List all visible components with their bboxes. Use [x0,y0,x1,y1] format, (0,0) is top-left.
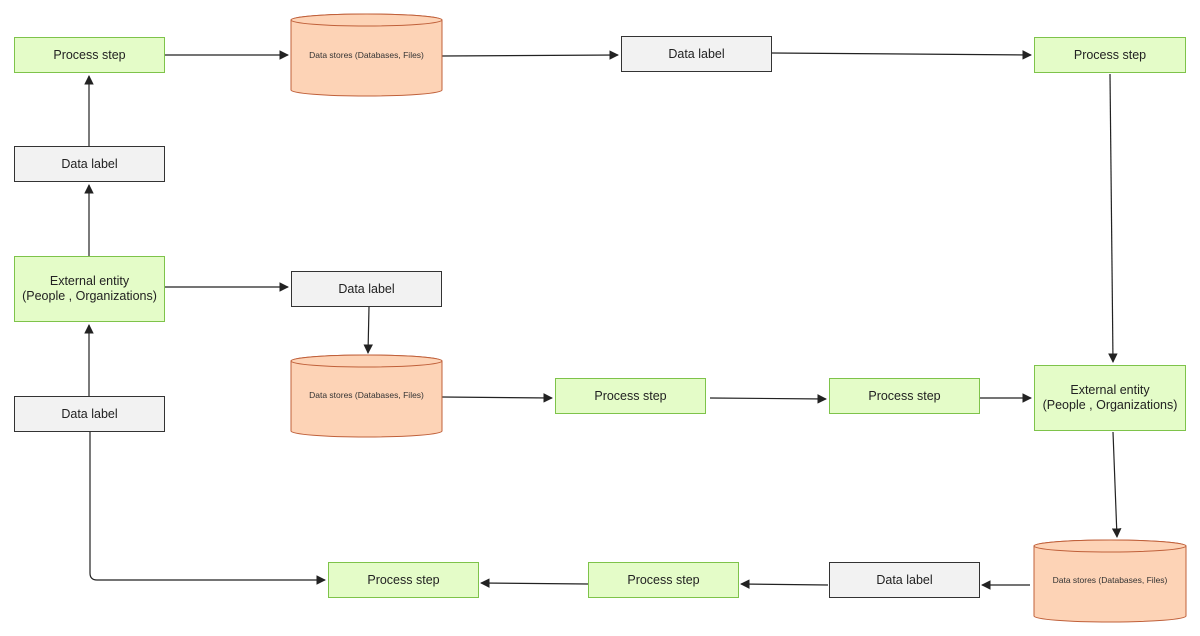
data-store-bottom[interactable]: Data stores (Databases, Files) [1034,540,1186,622]
data-label-text: Data label [668,47,725,61]
data-label-text: Data label [338,282,395,296]
data-label-text: Data label [61,407,118,421]
process-step-text: Process step [627,573,700,587]
process-step-text: Process step [868,389,941,403]
edge-label-to-process-top-right [771,50,1032,60]
data-store-text: Data stores (Databases, Files) [1052,575,1168,585]
edge-label-bottom-to-process-bottom-2 [740,579,829,589]
data-label-left-upper[interactable]: Data label [14,146,165,182]
process-step-bottom-1[interactable]: Process step [328,562,479,598]
process-step-middle-1[interactable]: Process step [555,378,706,414]
edge-store-middle-to-process-middle-1 [441,393,553,403]
edge-label-left-lower-to-process-bottom-1 [89,432,326,585]
data-store-middle[interactable]: Data stores (Databases, Files) [291,355,442,437]
data-stores [290,13,1187,623]
edge-entity-right-to-store-bottom [1111,431,1122,538]
process-step-top-left[interactable]: Process step [14,37,165,73]
data-label-text: Data label [876,573,933,587]
edge-process-middle-1-to-process-middle-2 [709,394,827,404]
edges [84,50,1122,590]
data-label-left-lower[interactable]: Data label [14,396,165,432]
data-label-middle[interactable]: Data label [291,271,442,307]
data-store-middle-shape [290,354,443,438]
data-label-bottom[interactable]: Data label [829,562,980,598]
edge-process-bottom-2-to-process-bottom-1 [480,578,589,588]
external-entity-text: External entity (People , Organizations) [22,274,157,303]
data-store-top-shape [290,13,443,97]
data-label-top-middle[interactable]: Data label [621,36,772,72]
data-store-top[interactable]: Data stores (Databases, Files) [291,14,442,96]
process-step-text: Process step [1073,48,1147,62]
external-entity-right[interactable]: External entity (People , Organizations) [1034,365,1186,431]
data-store-text: Data stores (Databases, Files) [309,390,424,400]
external-entity-text: External entity (People , Organizations) [1042,383,1178,412]
data-store-text: Data stores (Databases, Files) [309,50,424,60]
data-store-bottom-shape [1033,539,1187,623]
edge-process-top-right-to-entity-right [1108,73,1118,363]
external-entity-left[interactable]: External entity (People , Organizations) [14,256,165,322]
process-step-middle-2[interactable]: Process step [829,378,980,414]
process-step-text: Process step [367,573,440,587]
edge-label-middle-to-store-middle [363,306,373,354]
process-step-text: Process step [53,48,126,62]
edge-store-top-to-label [441,50,619,60]
process-step-bottom-2[interactable]: Process step [588,562,739,598]
data-label-text: Data label [61,157,118,171]
process-step-text: Process step [594,389,667,403]
process-step-top-right[interactable]: Process step [1034,37,1186,73]
